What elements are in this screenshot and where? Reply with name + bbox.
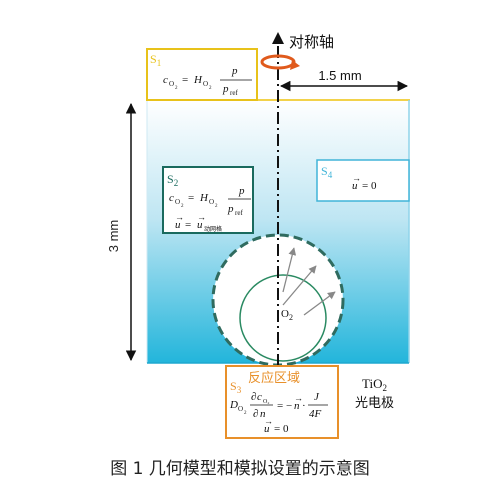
s3-title: 反应区域 <box>248 370 300 385</box>
svg-text:D: D <box>229 399 238 411</box>
s1-equation: c O 2 = H O 2 p p ref <box>163 65 252 97</box>
svg-text:2: 2 <box>209 86 212 91</box>
svg-text:p: p <box>227 203 234 215</box>
svg-text:c: c <box>169 192 174 204</box>
svg-text:2: 2 <box>175 86 178 91</box>
svg-text:·: · <box>302 400 306 412</box>
svg-text:n: n <box>294 400 300 412</box>
svg-text:O₂: O₂ <box>263 399 269 405</box>
svg-text:u: u <box>352 180 358 192</box>
normal-arrow-1 <box>282 247 297 293</box>
height-dimension-label: 3 mm <box>106 220 121 253</box>
svg-text:p: p <box>222 83 229 95</box>
s2-mesh-label: 动网格 <box>204 225 222 233</box>
svg-text:=: = <box>188 192 194 204</box>
normal-arrow-3 <box>303 291 336 316</box>
svg-text:O: O <box>169 80 174 88</box>
svg-text:H: H <box>193 74 203 86</box>
svg-text:ref: ref <box>235 209 243 217</box>
bubble-label: O2 <box>281 308 293 322</box>
svg-text:O: O <box>209 198 214 206</box>
s1-label: S1 <box>150 52 161 68</box>
width-dimension-label: 1.5 mm <box>318 68 361 83</box>
svg-text:O: O <box>203 80 208 88</box>
svg-text:∂: ∂ <box>251 391 256 403</box>
figure-caption: 图 1 几何模型和模拟设置的示意图 <box>110 459 370 479</box>
s2-box <box>162 166 254 234</box>
s3-label: S3 <box>230 379 242 395</box>
electrode-label-line2: 光电极 <box>355 395 394 410</box>
svg-text:c: c <box>163 74 168 86</box>
svg-text:= 0: = 0 <box>274 423 289 435</box>
s2-label: S2 <box>167 172 178 188</box>
svg-text:c: c <box>257 391 262 403</box>
s2-equation: c O 2 = H O 2 p p ref u → = u → <box>169 185 251 231</box>
electrode-label-line1: TiO2 <box>362 376 387 393</box>
svg-text:u: u <box>175 219 181 231</box>
svg-text:2: 2 <box>215 204 218 209</box>
s3-equation: D O 2 ∂ c O₂ ∂ n = − n → · J 4F u → = 0 <box>229 391 328 435</box>
svg-text:2: 2 <box>244 411 247 416</box>
svg-text:p: p <box>231 65 238 77</box>
svg-text:= 0: = 0 <box>362 180 377 192</box>
axis-arrow-head <box>272 32 284 44</box>
svg-text:=: = <box>185 219 191 231</box>
svg-text:→: → <box>264 416 273 426</box>
svg-text:→: → <box>197 212 206 222</box>
svg-text:=: = <box>182 74 188 86</box>
s4-label: S4 <box>321 164 333 180</box>
svg-text:→: → <box>352 173 361 183</box>
svg-text:→: → <box>294 393 303 403</box>
s4-equation: u → = 0 <box>352 173 377 192</box>
bubble-inner-circle <box>239 274 327 362</box>
symmetry-axis-label: 对称轴 <box>289 34 334 51</box>
s1-box <box>146 48 258 101</box>
svg-text:→: → <box>175 212 184 222</box>
s4-box <box>316 159 410 202</box>
svg-text:u: u <box>264 423 270 435</box>
svg-text:O: O <box>238 405 243 413</box>
svg-text:n: n <box>260 408 266 420</box>
svg-text:H: H <box>199 192 209 204</box>
svg-text:4F: 4F <box>309 408 322 420</box>
svg-text:u: u <box>197 219 203 231</box>
normal-arrow-2 <box>282 265 317 306</box>
s3-box <box>225 365 339 439</box>
svg-text:p: p <box>238 185 245 197</box>
svg-text:O: O <box>175 198 180 206</box>
svg-text:= −: = − <box>277 400 292 412</box>
svg-text:ref: ref <box>230 89 238 97</box>
svg-text:2: 2 <box>181 204 184 209</box>
svg-text:∂: ∂ <box>253 408 258 420</box>
svg-text:J: J <box>314 391 320 403</box>
rotation-arrow-icon <box>260 54 300 70</box>
